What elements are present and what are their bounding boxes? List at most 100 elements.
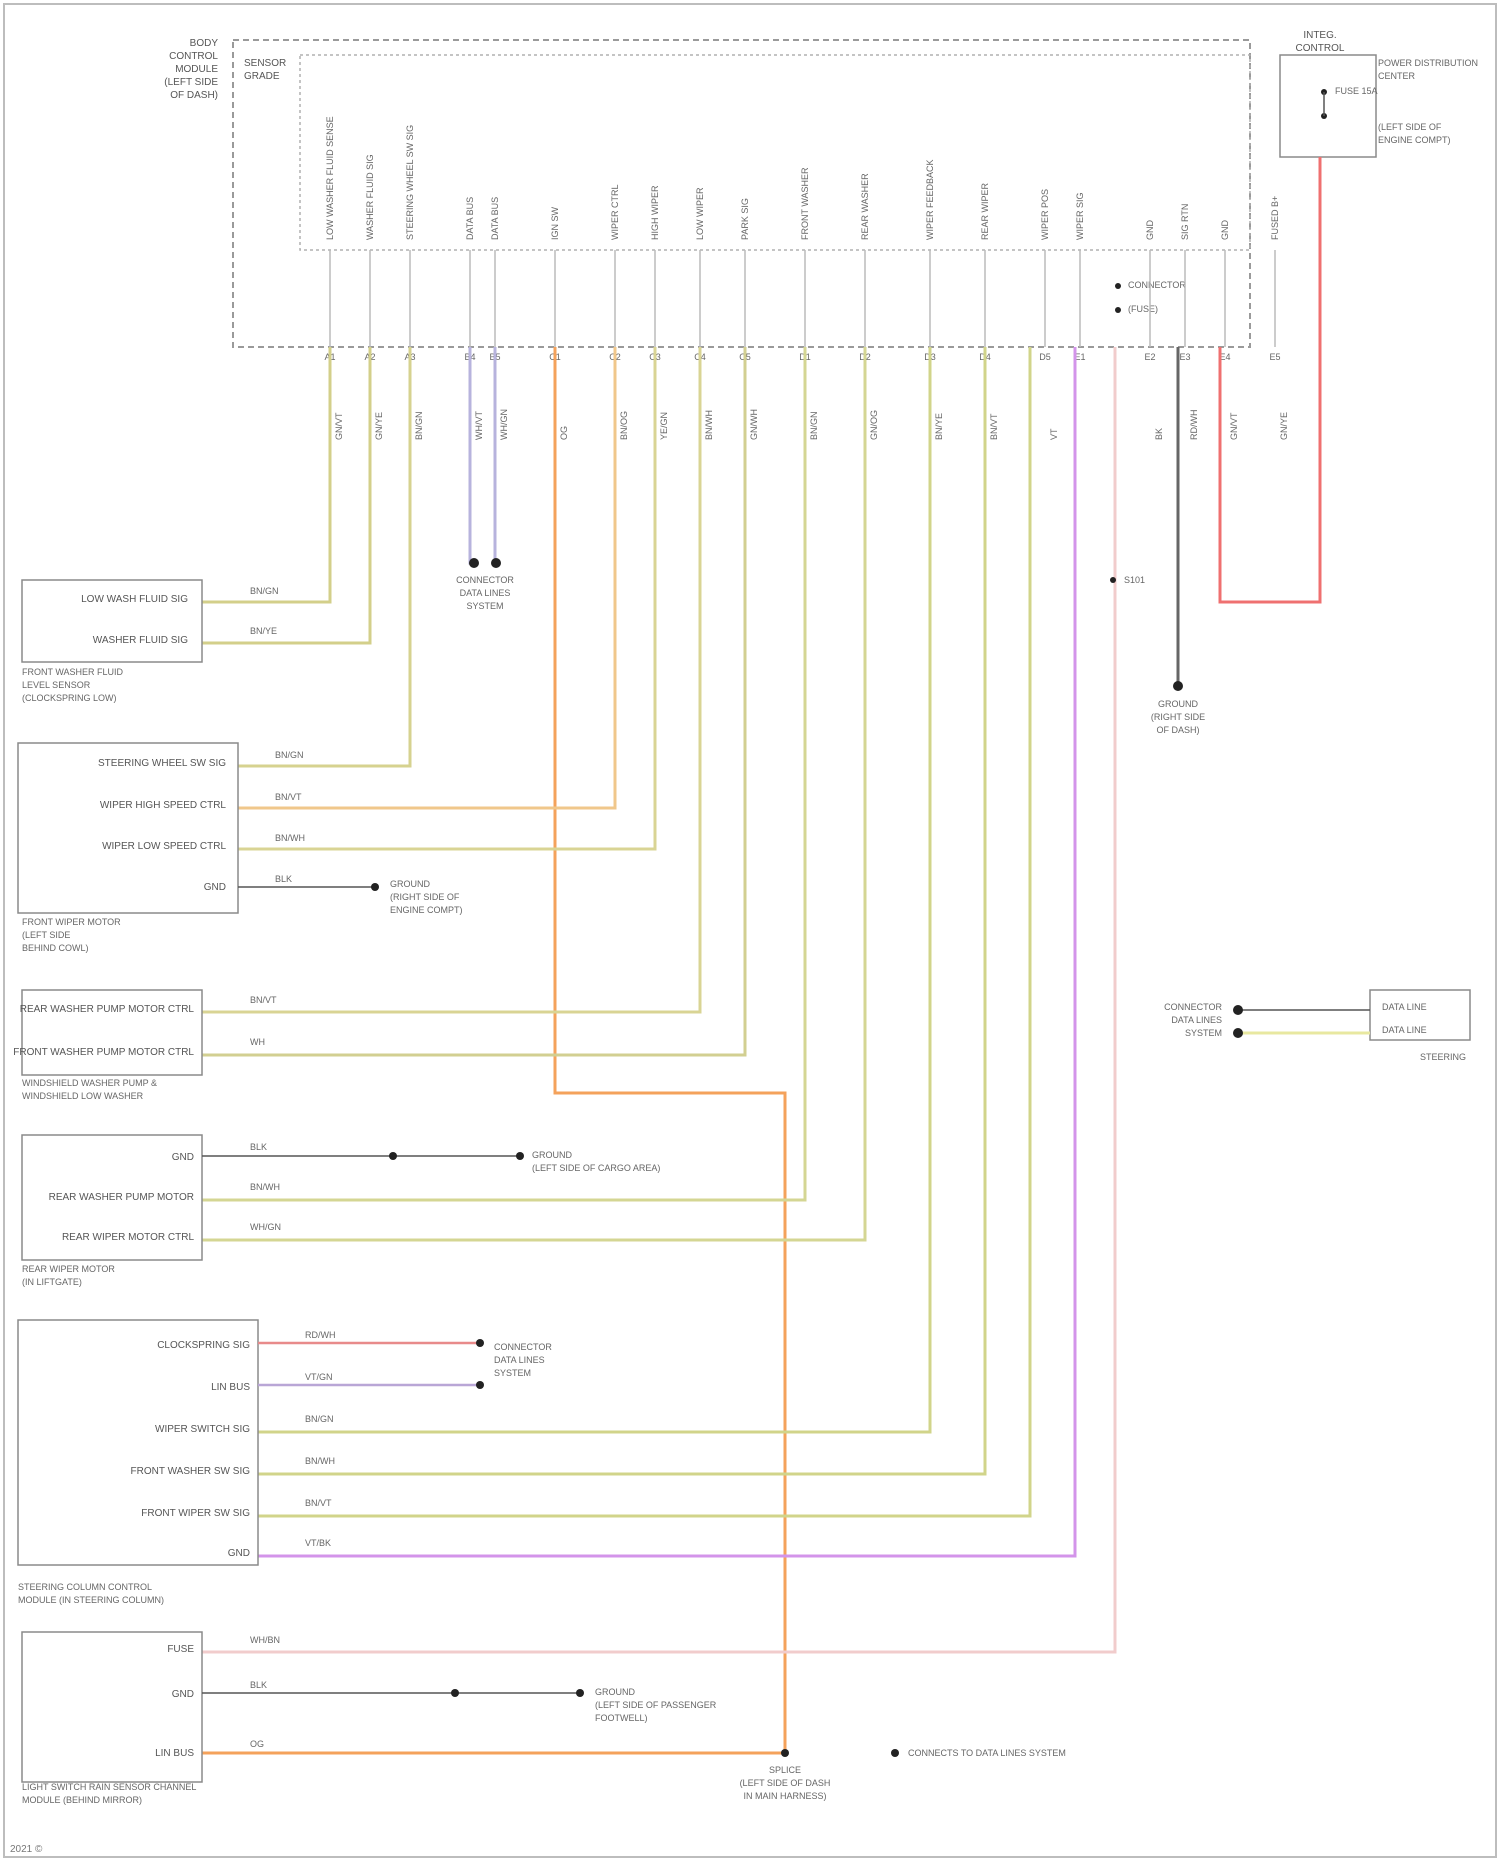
module-title-3: MODULE bbox=[175, 64, 218, 75]
wire-10 bbox=[202, 347, 745, 1055]
c2-wire-4: BLK bbox=[275, 874, 292, 884]
c1-wire-2: BN/YE bbox=[250, 626, 277, 636]
fuse-note-4: ENGINE COMPT) bbox=[1378, 135, 1451, 145]
pin-label-16: WIPER SIG bbox=[1075, 192, 1085, 240]
wire-18 bbox=[202, 347, 1115, 1652]
lin-destination: CONNECTS TO DATA LINES SYSTEM bbox=[908, 1748, 1066, 1758]
footer-credit: 2021 © bbox=[10, 1844, 42, 1855]
pin-label-12: REAR WASHER bbox=[860, 173, 870, 240]
c2-wire-1: BN/GN bbox=[275, 750, 304, 760]
c3-wire-1: BN/VT bbox=[250, 995, 277, 1005]
c3-pin-1: REAR WASHER PUMP MOTOR CTRL bbox=[20, 1004, 195, 1015]
ground-top-3: OF DASH) bbox=[1156, 725, 1199, 735]
c5-splice-3: SYSTEM bbox=[494, 1368, 531, 1378]
sensor-grade-1: SENSOR bbox=[244, 58, 286, 69]
c3-title-2: WINDSHIELD LOW WASHER bbox=[22, 1091, 144, 1101]
component-steering-column-control-module: CLOCKSPRING SIG LIN BUS WIPER SWITCH SIG… bbox=[18, 1320, 552, 1605]
module-outline bbox=[233, 40, 1250, 347]
c3-title-1: WINDSHIELD WASHER PUMP & bbox=[22, 1078, 157, 1088]
c5-pin-5: FRONT WIPER SW SIG bbox=[141, 1508, 250, 1519]
wire-14 bbox=[258, 347, 985, 1474]
c2-ground-3: ENGINE COMPT) bbox=[390, 905, 463, 915]
c4-ground-2: (LEFT SIDE OF CARGO AREA) bbox=[532, 1163, 660, 1173]
c2-pin-4: GND bbox=[204, 882, 226, 893]
c2-ground-2: (RIGHT SIDE OF bbox=[390, 892, 460, 902]
wire-code-8: YE/GN bbox=[659, 412, 669, 440]
wire-code-13: BN/YE bbox=[934, 413, 944, 440]
pin-label-10: PARK SIG bbox=[740, 198, 750, 240]
c2-title-2: (LEFT SIDE bbox=[22, 930, 70, 940]
wire-code-2: GN/YE bbox=[374, 412, 384, 440]
wire-code-17: BK bbox=[1154, 428, 1164, 440]
fuse-pin: FUSE 15A bbox=[1335, 86, 1378, 96]
wire-code-14: BN/VT bbox=[989, 413, 999, 440]
wire-7 bbox=[238, 347, 615, 808]
c5-title-1: STEERING COLUMN CONTROL bbox=[18, 1582, 152, 1592]
c5-wire-5: BN/VT bbox=[305, 1498, 332, 1508]
c2-ground-dot bbox=[371, 883, 379, 891]
c6-title-1: LIGHT SWITCH RAIN SENSOR CHANNEL bbox=[22, 1782, 196, 1792]
wire-code-9: BN/WH bbox=[704, 410, 714, 440]
lin-splice-3: IN MAIN HARNESS) bbox=[743, 1791, 826, 1801]
wire-2 bbox=[202, 347, 370, 643]
c1-title-3: (CLOCKSPRING LOW) bbox=[22, 693, 117, 703]
c4-title-1: REAR WIPER MOTOR bbox=[22, 1264, 115, 1274]
c4-title-2: (IN LIFTGATE) bbox=[22, 1277, 82, 1287]
fuse-title-2: CONTROL bbox=[1296, 43, 1345, 54]
wire-code-18: RD/WH bbox=[1189, 410, 1199, 441]
c2-pin-3: WIPER LOW SPEED CTRL bbox=[102, 841, 226, 852]
c2-wire-2: BN/VT bbox=[275, 792, 302, 802]
component-light-switch-rain-sensor-module: FUSE GND LIN BUS LIGHT SWITCH RAIN SENSO… bbox=[22, 1632, 717, 1805]
lin-splice-1: SPLICE bbox=[769, 1765, 801, 1775]
wires: GN/VTGN/YEBN/GNWH/VTWH/GNOGBN/OGYE/GNBN/… bbox=[202, 157, 1320, 1753]
c4-wire-3: WH/GN bbox=[250, 1222, 281, 1232]
lin-splice: SPLICE (LEFT SIDE OF DASH IN MAIN HARNES… bbox=[740, 1748, 1066, 1801]
module-title-1: BODY bbox=[190, 38, 219, 49]
wire-1 bbox=[202, 347, 330, 602]
c5-title-2: MODULE (IN STEERING COLUMN) bbox=[18, 1595, 164, 1605]
c5-wire-4: BN/WH bbox=[305, 1456, 335, 1466]
c1-pin-2: WASHER FLUID SIG bbox=[93, 635, 188, 646]
wire-data-bus-1 bbox=[470, 347, 474, 563]
c4-ground-dot bbox=[516, 1152, 524, 1160]
pin-label-17: GND bbox=[1145, 220, 1155, 241]
splice-label: S101 bbox=[1124, 575, 1145, 585]
fuse-note-1: POWER DISTRIBUTION bbox=[1378, 58, 1478, 68]
wire-code-19: GN/VT bbox=[1229, 412, 1239, 440]
c2-title-1: FRONT WIPER MOTOR bbox=[22, 917, 121, 927]
wire-code-15: VT bbox=[1049, 428, 1059, 440]
c7-pin-1: DATA LINE bbox=[1382, 1002, 1427, 1012]
module-title: BODY CONTROL MODULE (LEFT SIDE OF DASH) bbox=[164, 38, 218, 101]
module-splice-label: CONNECTOR bbox=[1128, 280, 1186, 290]
fuse-box-outline bbox=[1280, 55, 1376, 157]
component-washer-pump: REAR WASHER PUMP MOTOR CTRL FRONT WASHER… bbox=[13, 990, 277, 1101]
c5-pin-4: FRONT WASHER SW SIG bbox=[131, 1466, 251, 1477]
c4-pin-1: GND bbox=[172, 1152, 194, 1163]
pin-label-11: FRONT WASHER bbox=[800, 167, 810, 240]
c4-wire-1: BLK bbox=[250, 1142, 267, 1152]
c2-pin-2: WIPER HIGH SPEED CTRL bbox=[100, 800, 227, 811]
c4-pin-3: REAR WIPER MOTOR CTRL bbox=[62, 1232, 194, 1243]
pin-label-19: GND bbox=[1220, 220, 1230, 241]
c6-wire-2: BLK bbox=[250, 1680, 267, 1690]
c6-pin-2: GND bbox=[172, 1689, 194, 1700]
c5-splice-2: DATA LINES bbox=[494, 1355, 545, 1365]
wire-13 bbox=[258, 347, 930, 1432]
pin-label-9: LOW WIPER bbox=[695, 187, 705, 240]
pin-label-3: STEERING WHEEL SW SIG bbox=[405, 125, 415, 240]
pin-label-5: DATA BUS bbox=[490, 197, 500, 240]
c6-ground-2: (LEFT SIDE OF PASSENGER bbox=[595, 1700, 717, 1710]
ground-top-1: GROUND bbox=[1158, 699, 1198, 709]
pin-number-15: D5 bbox=[1039, 352, 1051, 362]
c5-splice-1: CONNECTOR bbox=[494, 1342, 552, 1352]
pin-label-14: REAR WIPER bbox=[980, 182, 990, 240]
wire-15 bbox=[258, 347, 1030, 1516]
wire-code-1: GN/VT bbox=[334, 412, 344, 440]
wire-11 bbox=[202, 347, 805, 1200]
c1-title-1: FRONT WASHER FLUID bbox=[22, 667, 124, 677]
wire-code-20: GN/YE bbox=[1279, 412, 1289, 440]
c6-title-2: MODULE (BEHIND MIRROR) bbox=[22, 1795, 142, 1805]
wire-code-10: GN/WH bbox=[749, 409, 759, 440]
